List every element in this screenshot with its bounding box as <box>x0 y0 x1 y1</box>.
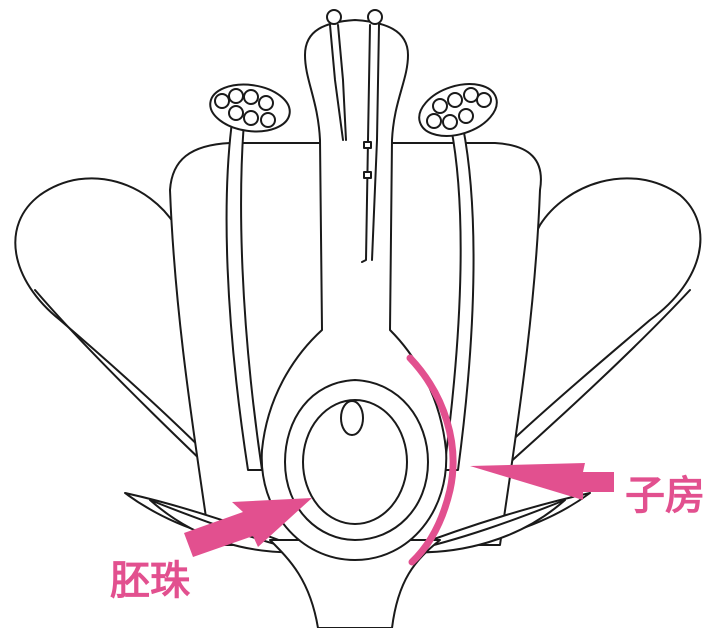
ovule-label: 胚珠 <box>110 558 191 604</box>
stigma-pollen-left <box>327 10 341 24</box>
ovary-label: 子房 <box>625 473 705 519</box>
pollen-tube-marker-1 <box>364 142 371 148</box>
anther-right <box>413 75 504 145</box>
stigma-pollen-right <box>368 10 382 24</box>
embryo-sac-dot <box>341 401 363 435</box>
pollen-tube-marker-2 <box>364 172 371 178</box>
